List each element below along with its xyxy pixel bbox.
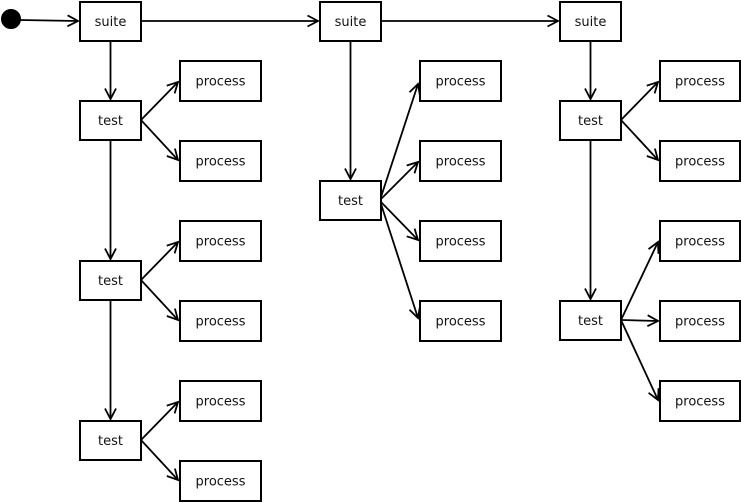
c3-process-node-2: process xyxy=(659,140,741,182)
test-label: test xyxy=(578,314,603,329)
edge-c3test2-to-process5 xyxy=(620,319,660,402)
c3-process-node-5: process xyxy=(659,380,741,422)
suite-label: suite xyxy=(95,15,127,30)
process-label: process xyxy=(196,315,246,330)
process-box xyxy=(659,380,741,422)
edge-c2test-to-process1 xyxy=(380,82,421,198)
test-label: test xyxy=(98,274,123,289)
process-box xyxy=(419,300,502,342)
test-box xyxy=(79,420,142,461)
process-label: process xyxy=(675,315,725,330)
process-label: process xyxy=(436,235,486,250)
test-box xyxy=(559,100,622,141)
test-box xyxy=(79,260,142,301)
c3-process-node-3: process xyxy=(659,220,741,262)
test-box xyxy=(79,100,142,141)
c2-process-node-3: process xyxy=(419,220,502,262)
edge-c2test-to-process3 xyxy=(380,201,420,242)
c2-test-node-1: test xyxy=(319,180,382,221)
edge-c2test-to-process4 xyxy=(380,203,421,320)
process-box xyxy=(179,60,262,102)
diagram-edges xyxy=(19,14,660,482)
c1-process-node-5: process xyxy=(179,380,262,422)
edge-c3test2-to-process3 xyxy=(620,240,660,321)
test-label: test xyxy=(98,114,123,129)
edge-c3test1-to-process2 xyxy=(620,119,660,162)
c1-test-node-1: test xyxy=(79,100,142,141)
c1-process-node-1: process xyxy=(179,60,262,102)
process-box xyxy=(659,140,741,182)
c2-process-node-1: process xyxy=(419,60,502,102)
process-label: process xyxy=(196,235,246,250)
process-box xyxy=(179,460,262,502)
process-label: process xyxy=(436,75,486,90)
test-label: test xyxy=(98,434,123,449)
process-label: process xyxy=(675,75,725,90)
test-box xyxy=(559,300,622,341)
edge-c1test3-to-process5 xyxy=(140,400,180,441)
process-label: process xyxy=(196,475,246,490)
process-box xyxy=(419,60,502,102)
suite-node-1: suite xyxy=(79,1,142,42)
suite-node-2: suite xyxy=(319,1,382,42)
c1-process-node-2: process xyxy=(179,140,262,182)
c2-process-node-2: process xyxy=(419,140,502,182)
process-box xyxy=(419,140,502,182)
initial-state-dot xyxy=(1,9,21,29)
suite-label: suite xyxy=(335,15,367,30)
process-label: process xyxy=(196,155,246,170)
c3-process-node-1: process xyxy=(659,60,741,102)
edge-c3test1-to-process1 xyxy=(620,80,660,121)
edge-c1test3-to-process6 xyxy=(140,439,180,482)
process-label: process xyxy=(196,75,246,90)
c1-process-node-6: process xyxy=(179,460,262,502)
c3-test-node-1: test xyxy=(559,100,622,141)
c1-test-node-2: test xyxy=(79,260,142,301)
test-label: test xyxy=(578,114,603,129)
test-box xyxy=(319,180,382,221)
edge-c1test1-to-process1 xyxy=(140,80,180,121)
process-box xyxy=(179,140,262,182)
process-label: process xyxy=(436,315,486,330)
process-box xyxy=(659,220,741,262)
c3-process-node-4: process xyxy=(659,300,741,342)
process-label: process xyxy=(196,395,246,410)
process-label: process xyxy=(675,155,725,170)
process-box xyxy=(179,380,262,422)
suite-box xyxy=(79,1,142,42)
c1-process-node-4: process xyxy=(179,300,262,342)
process-box xyxy=(179,300,262,342)
edge-c1test2-to-process4 xyxy=(140,279,180,322)
process-box xyxy=(179,220,262,262)
process-box xyxy=(659,300,741,342)
edge-c2test-to-process2 xyxy=(380,160,420,200)
c1-test-node-3: test xyxy=(79,420,142,461)
suite-box xyxy=(319,1,382,42)
edge-start-to-suite1 xyxy=(19,14,80,28)
suite-label: suite xyxy=(575,15,607,30)
c2-process-node-4: process xyxy=(419,300,502,342)
edge-c3test2-to-process4 xyxy=(620,314,660,328)
suite-node-3: suite xyxy=(559,1,622,42)
process-box xyxy=(419,220,502,262)
suite-box xyxy=(559,1,622,42)
edge-c1test2-to-process3 xyxy=(140,240,180,281)
edge-c1test1-to-process2 xyxy=(140,119,180,162)
test-label: test xyxy=(338,194,363,209)
process-label: process xyxy=(436,155,486,170)
process-box xyxy=(659,60,741,102)
c3-test-node-2: test xyxy=(559,300,622,341)
c1-process-node-3: process xyxy=(179,220,262,262)
process-label: process xyxy=(675,395,725,410)
process-label: process xyxy=(675,235,725,250)
